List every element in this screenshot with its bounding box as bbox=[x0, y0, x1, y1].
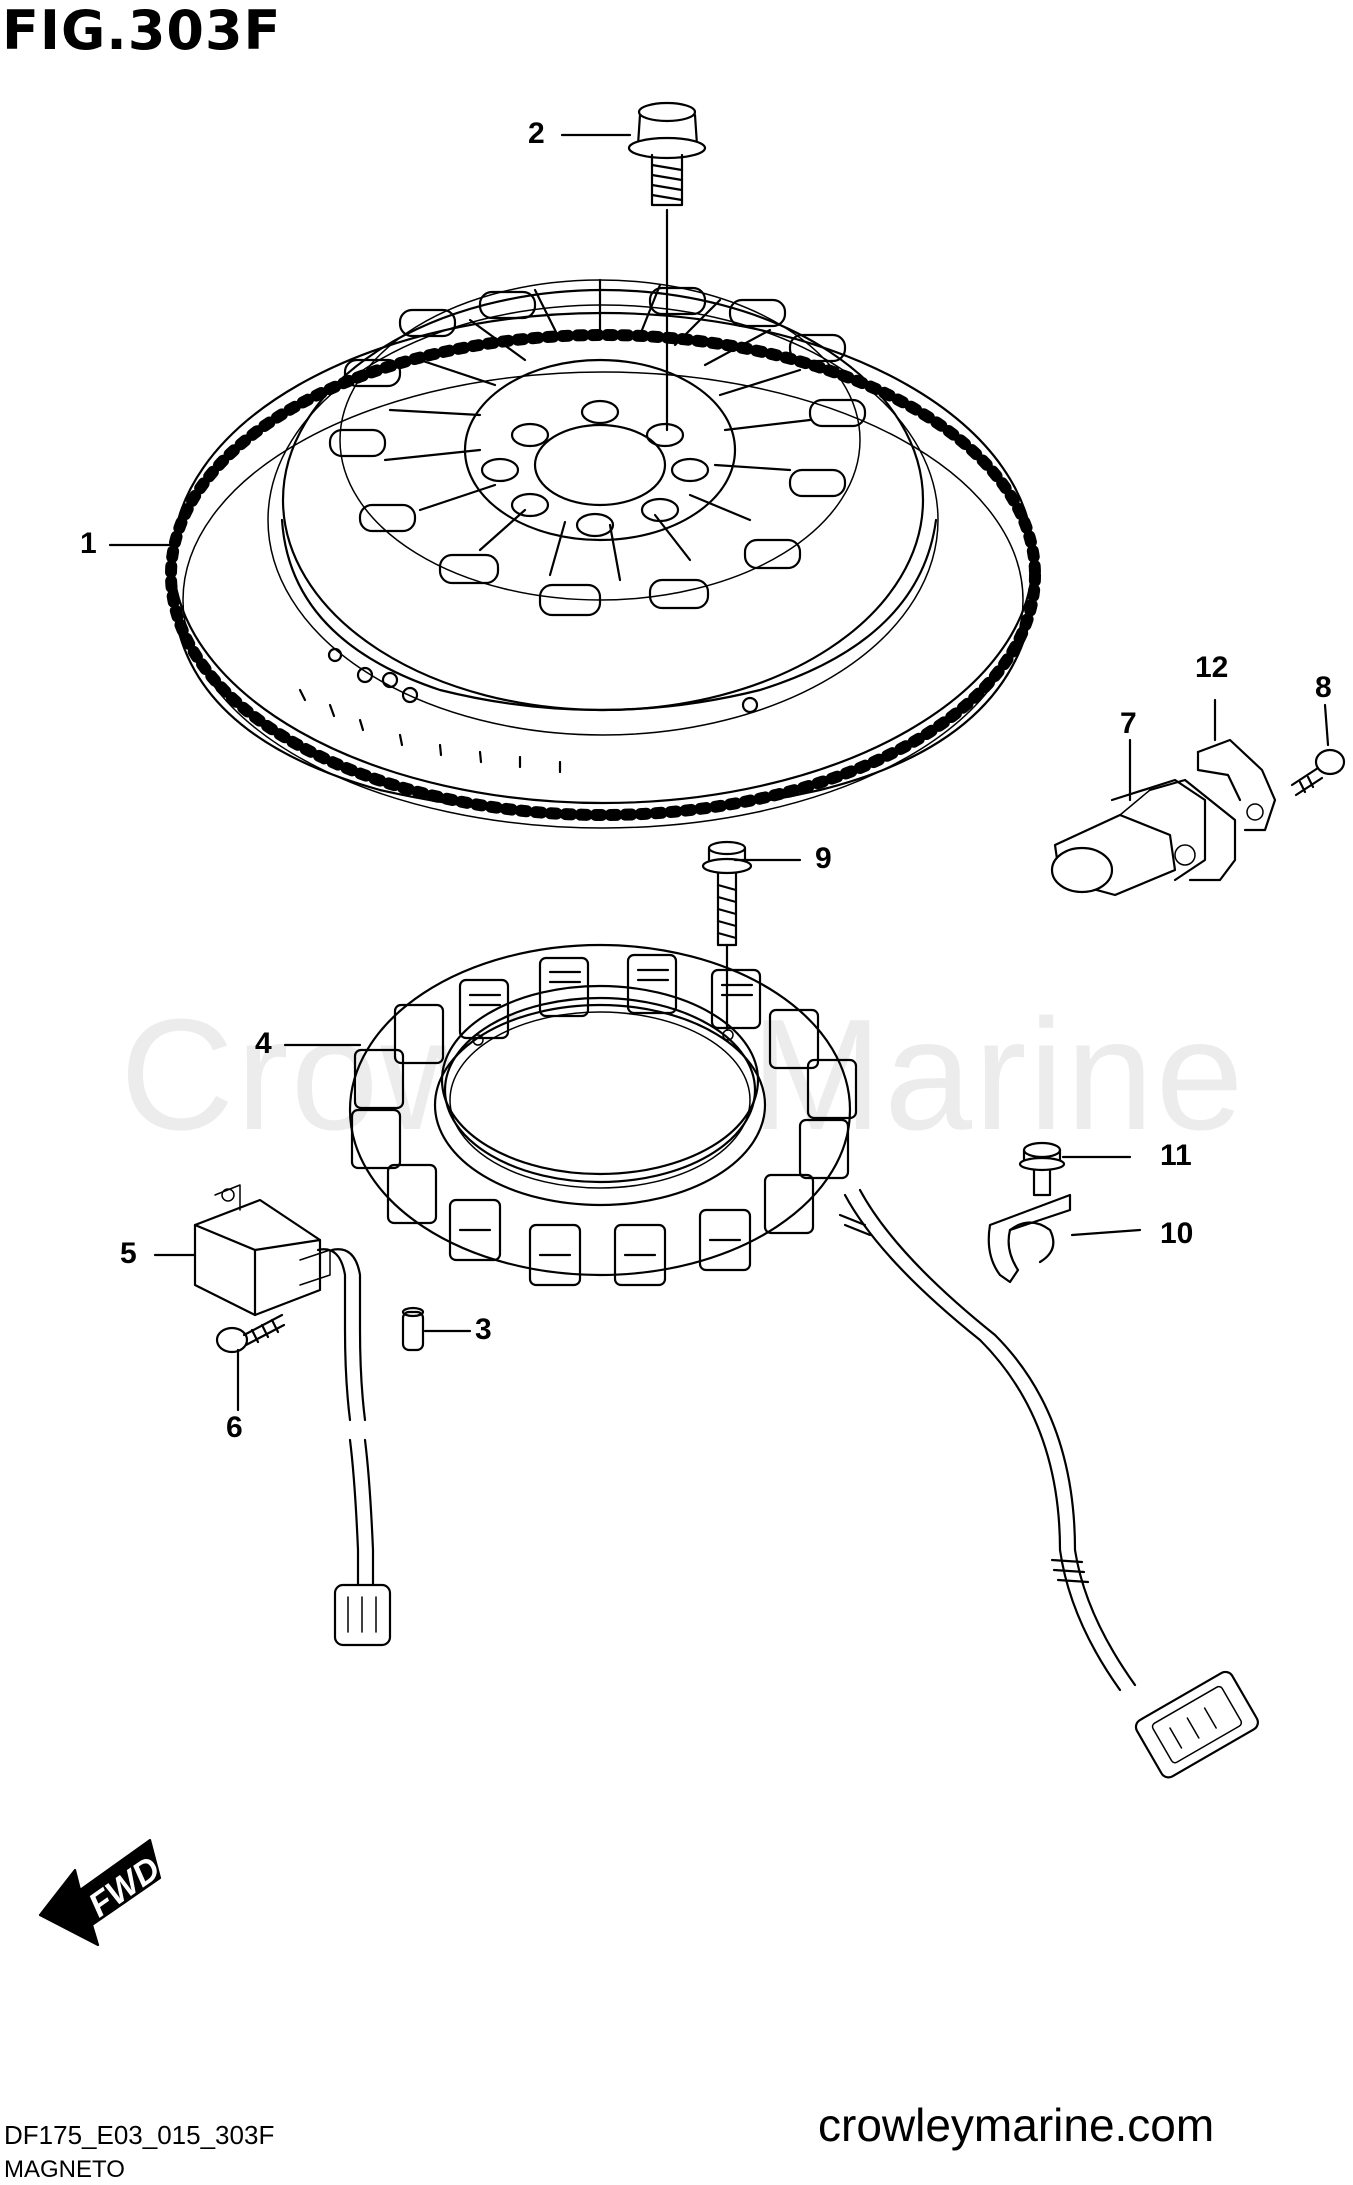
callout-9: 9 bbox=[815, 842, 832, 875]
pulser-screw-part[interactable] bbox=[215, 1313, 286, 1354]
stator-bolt-part[interactable] bbox=[701, 840, 753, 947]
pulser-coil-part[interactable] bbox=[193, 1184, 392, 1647]
callout-5: 5 bbox=[120, 1237, 137, 1270]
wire-clamp-part[interactable] bbox=[987, 1193, 1072, 1284]
callout-1: 1 bbox=[80, 527, 97, 560]
callout-2: 2 bbox=[528, 117, 545, 150]
crank-position-sensor-part[interactable] bbox=[1050, 778, 1237, 897]
stator-part[interactable] bbox=[348, 943, 858, 1287]
figure-title: FIG.303F bbox=[2, 0, 282, 62]
bracket-screw-part[interactable] bbox=[1290, 748, 1346, 797]
flywheel-bolt-part[interactable] bbox=[627, 101, 707, 207]
figure-caption: MAGNETO bbox=[4, 2156, 125, 2183]
clamp-bolt-part[interactable] bbox=[1018, 1141, 1066, 1197]
callout-8: 8 bbox=[1315, 671, 1332, 704]
callout-10: 10 bbox=[1160, 1217, 1194, 1250]
flywheel-part[interactable] bbox=[165, 278, 1041, 829]
callout-leader-lines bbox=[108, 133, 1330, 1412]
callout-4: 4 bbox=[255, 1027, 272, 1060]
callout-12: 12 bbox=[1195, 651, 1229, 684]
callout-7: 7 bbox=[1120, 707, 1137, 740]
dowel-pin-part[interactable] bbox=[401, 1306, 425, 1352]
forward-direction-arrow-icon bbox=[38, 1838, 162, 1947]
callout-6: 6 bbox=[226, 1411, 243, 1444]
figure-code: DF175_E03_015_303F bbox=[4, 2120, 275, 2150]
website-url: crowleymarine.com bbox=[818, 2099, 1215, 2151]
callout-11: 11 bbox=[1160, 1139, 1192, 1172]
callout-3: 3 bbox=[475, 1313, 492, 1346]
sensor-bracket-part[interactable] bbox=[1196, 738, 1277, 832]
stator-wire-harness[interactable] bbox=[838, 1188, 1261, 1780]
